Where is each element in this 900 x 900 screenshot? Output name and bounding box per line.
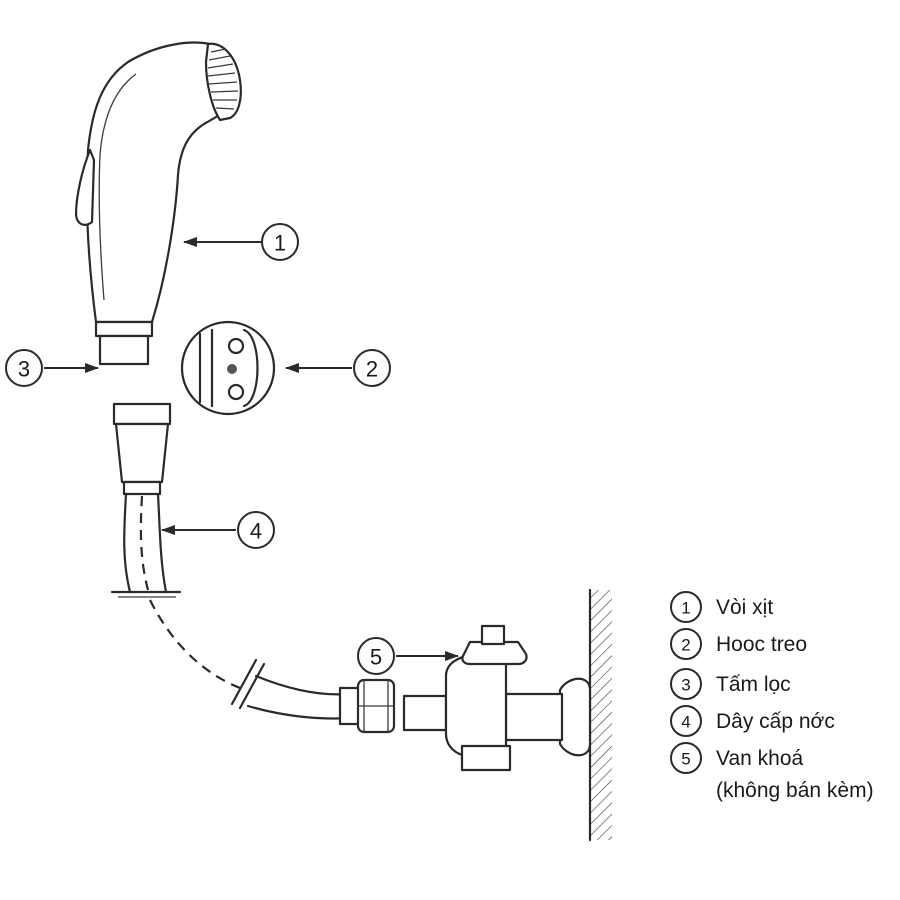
sprayer-head <box>74 41 242 366</box>
callout-1: 1 <box>183 223 299 261</box>
hose-top-fitting <box>112 402 172 496</box>
callout-4-label: 4 <box>250 519 262 544</box>
legend-item-1-number: 1 <box>681 599 690 618</box>
legend-item-2: 2 Hooc treo <box>670 628 807 660</box>
callout-3-label: 3 <box>18 357 30 382</box>
shutoff-valve <box>402 588 612 842</box>
legend-item-1-label: Vòi xịt <box>716 596 773 619</box>
hose-body <box>110 492 396 734</box>
legend-item-3-number: 3 <box>681 676 690 695</box>
callout-4: 4 <box>161 511 275 549</box>
legend-item-4: 4 Dây cấp nớc <box>670 705 835 737</box>
legend-item-5-label: Van khoá <box>716 747 803 770</box>
legend-item-5: 5 Van khoá (không bán kèm) <box>670 742 874 802</box>
legend-item-3-label: Tấm lọc <box>716 673 791 696</box>
legend-item-2-label: Hooc treo <box>716 633 807 656</box>
legend-item-3: 3 Tấm lọc <box>670 668 791 700</box>
callout-1-label: 1 <box>274 231 286 256</box>
legend-item-4-label: Dây cấp nớc <box>716 710 835 733</box>
legend-item-2-number: 2 <box>681 636 690 655</box>
legend: 1 Vòi xịt 2 Hooc treo 3 Tấm lọc 4 Dây cấ… <box>670 591 874 802</box>
legend-item-5-number: 5 <box>681 750 690 769</box>
legend-item-5-note: (không bán kèm) <box>716 779 874 802</box>
callout-5: 5 <box>357 637 459 675</box>
callout-2: 2 <box>285 349 391 387</box>
callout-5-label: 5 <box>370 645 382 670</box>
legend-item-1: 1 Vòi xịt <box>670 591 773 623</box>
callout-2-label: 2 <box>366 357 378 382</box>
holder-bracket <box>180 320 276 416</box>
callout-3: 3 <box>5 349 99 387</box>
legend-item-4-number: 4 <box>681 713 690 732</box>
